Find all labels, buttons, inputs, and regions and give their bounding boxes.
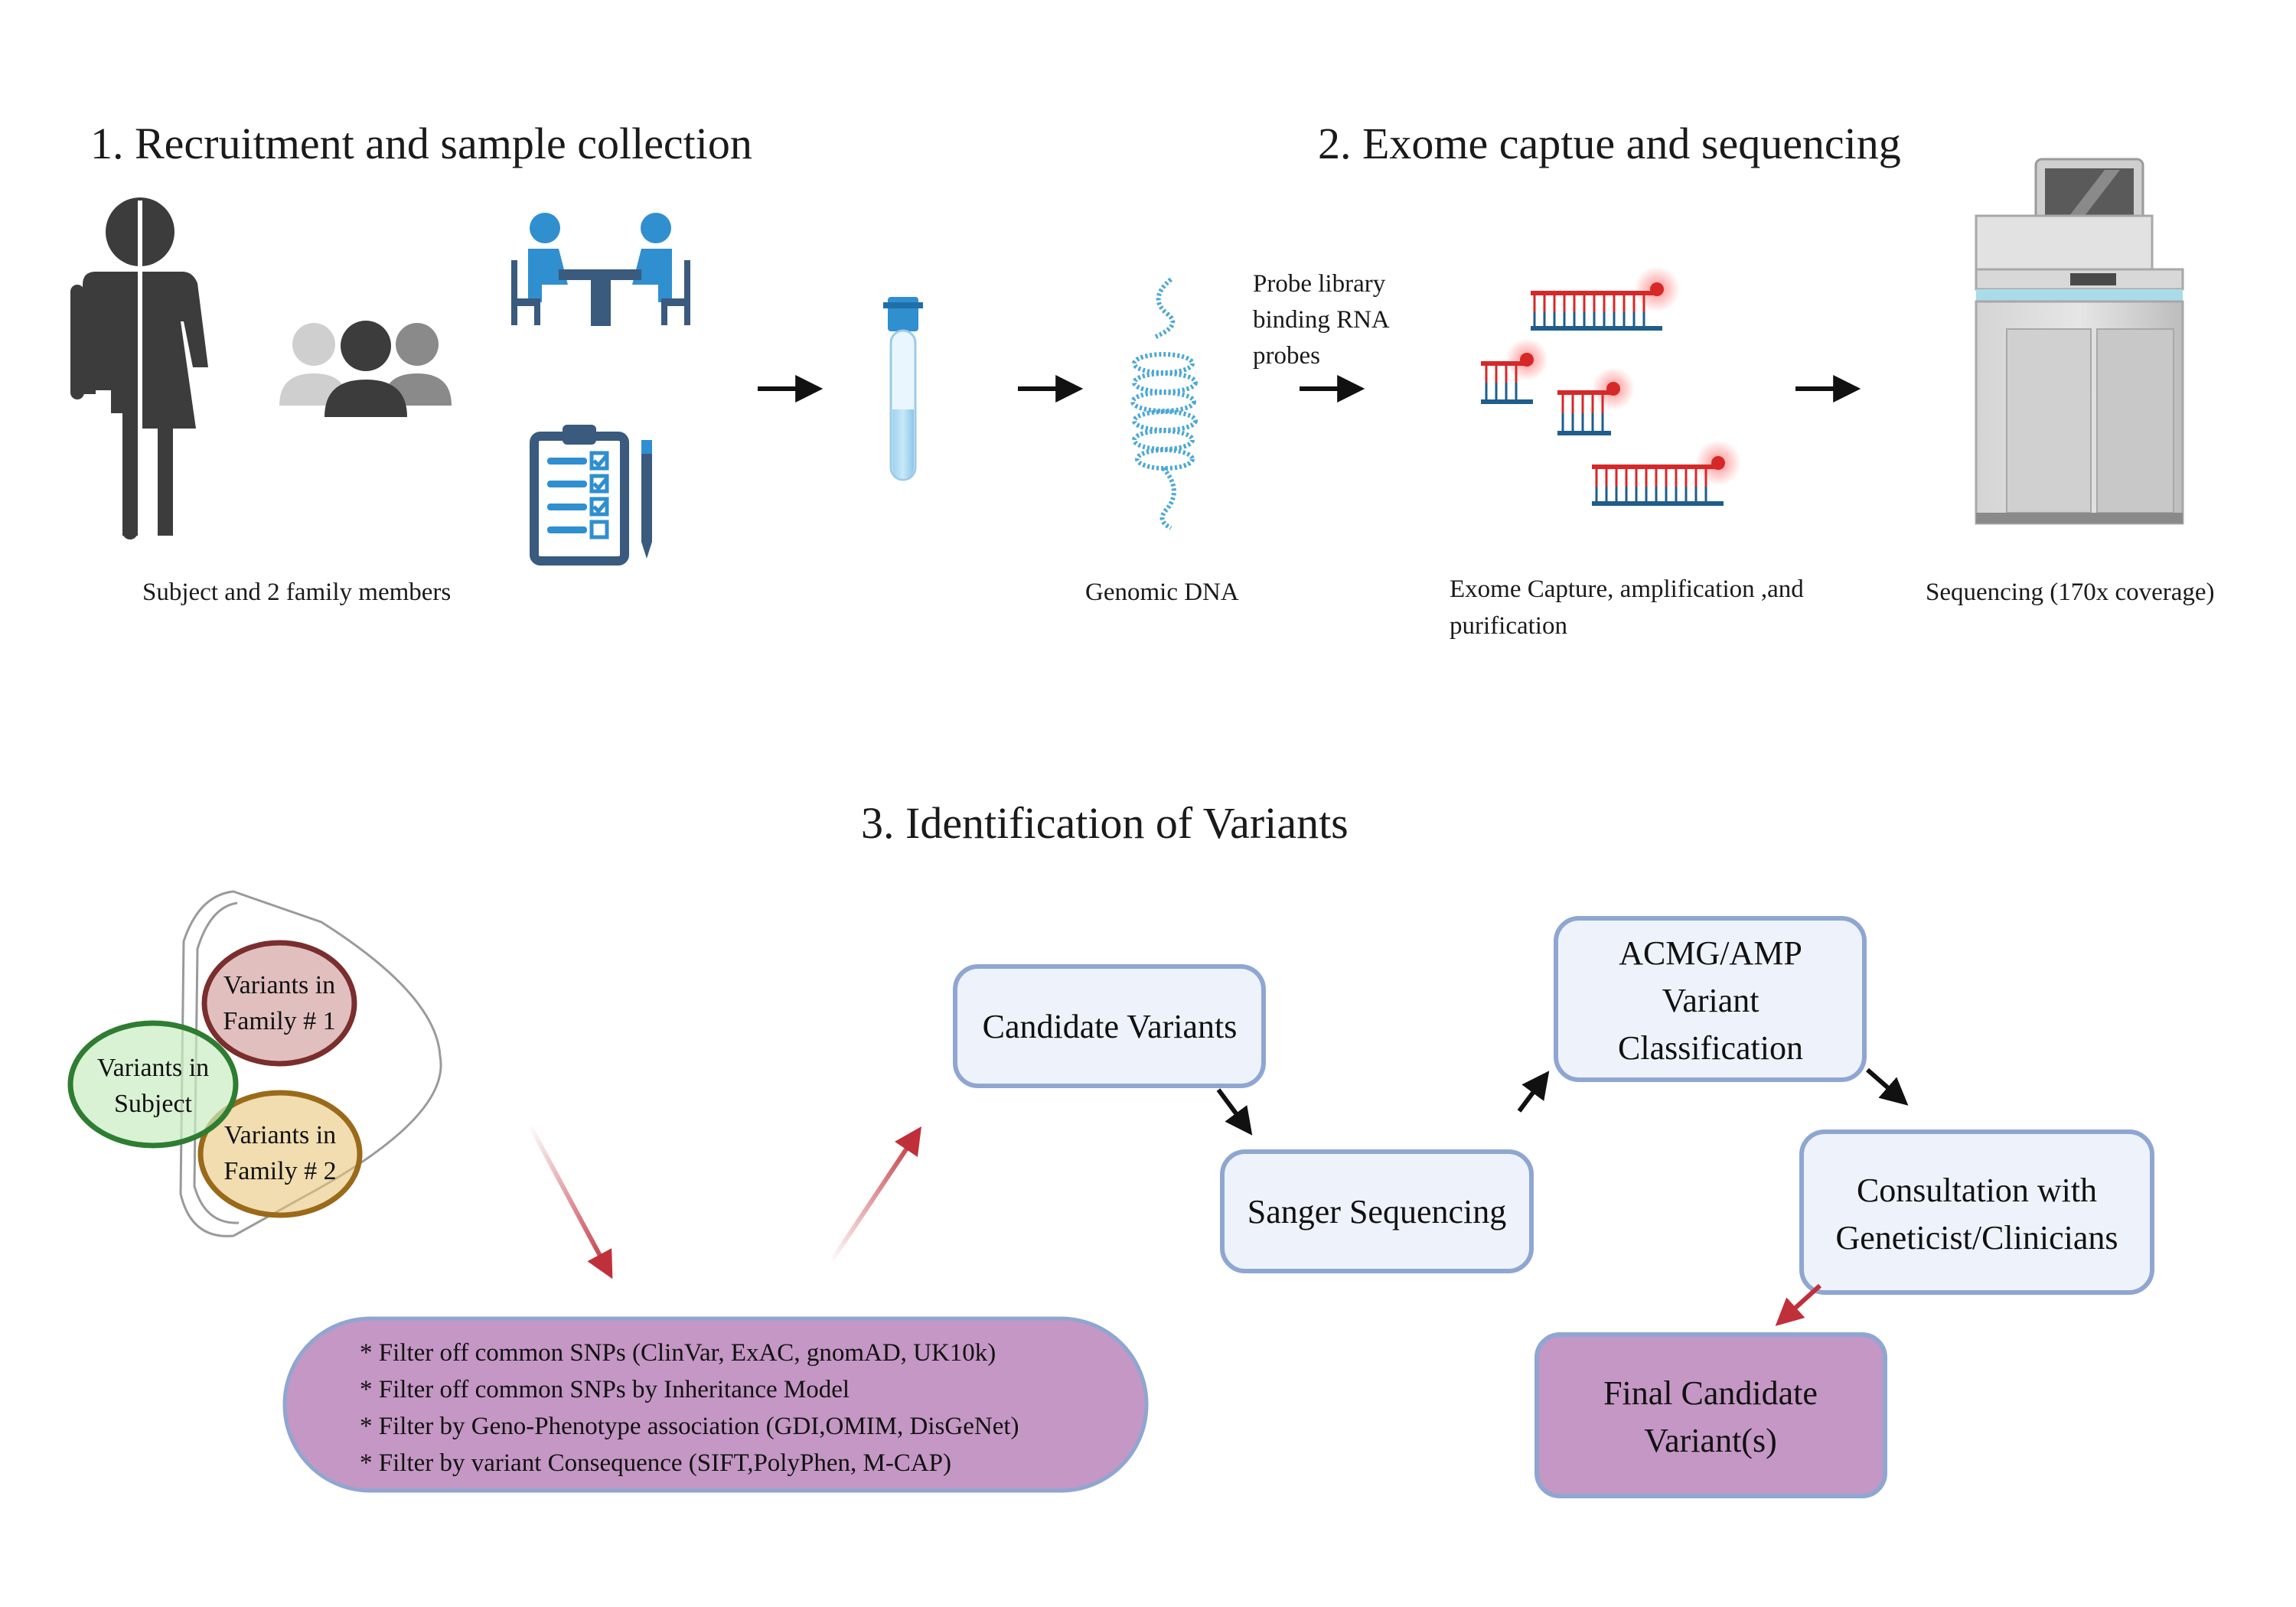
filter-item-3: * Filter by Geno-Phenotype association (… xyxy=(360,1413,1019,1440)
consultation-icon xyxy=(511,213,690,326)
exome-capture-label-line2: purification xyxy=(1450,612,1567,640)
final-candidate-label-line1: Final Candidate xyxy=(1603,1374,1818,1412)
venn-family2-line1: Variants in xyxy=(224,1121,336,1149)
arrow-sanger-to-acmg xyxy=(1517,1071,1550,1113)
blood-tube-icon xyxy=(883,297,923,481)
sequencer-machine-icon xyxy=(1975,158,2184,525)
probe-capture-icon xyxy=(1481,266,1741,506)
probe-label-line3: probes xyxy=(1253,342,1320,370)
section-1-title: 1. Recruitment and sample collection xyxy=(90,119,752,168)
subject-family-label: Subject and 2 family members xyxy=(142,579,451,606)
arrow-acmg-to-consultation xyxy=(1866,1068,1909,1106)
acmg-classification-box: ACMG/AMP Variant Classification xyxy=(1554,916,1867,1082)
probe-label-line2: binding RNA xyxy=(1253,306,1390,334)
arrow-consultation-to-final xyxy=(1775,1283,1822,1326)
venn-diagram: Variants in Family # 1 Variants in Subje… xyxy=(67,890,442,1237)
section-2-title: 2. Exome captue and sequencing xyxy=(1318,119,1901,168)
genomic-dna-label: Genomic DNA xyxy=(1085,579,1239,606)
section-3-title: 3. Identification of Variants xyxy=(861,798,1349,848)
acmg-label-line1: ACMG/AMP xyxy=(1619,934,1802,972)
acmg-label-line2: Variant xyxy=(1662,982,1759,1019)
person-icon xyxy=(70,197,208,553)
filter-criteria-pill: * Filter off common SNPs (ClinVar, ExAC,… xyxy=(282,1316,1149,1493)
sanger-sequencing-box: Sanger Sequencing xyxy=(1220,1149,1534,1273)
filter-item-1: * Filter off common SNPs (ClinVar, ExAC,… xyxy=(360,1339,996,1367)
venn-family1-line2: Family # 1 xyxy=(223,1007,335,1035)
venn-subject-line1: Variants in xyxy=(97,1054,209,1082)
red-arrow-to-candidates xyxy=(828,1126,922,1264)
group-icon xyxy=(279,321,452,417)
candidate-variants-box: Candidate Variants xyxy=(953,964,1266,1088)
venn-family2-circle xyxy=(197,1090,363,1218)
final-candidate-label-line2: Variant(s) xyxy=(1644,1422,1777,1459)
venn-subject-line2: Subject xyxy=(114,1090,193,1118)
arrow-candidate-to-sanger xyxy=(1216,1088,1253,1136)
venn-family1-circle xyxy=(201,940,357,1067)
red-arrow-to-filters xyxy=(527,1123,613,1279)
filter-item-4: * Filter by variant Consequence (SIFT,Po… xyxy=(360,1449,951,1477)
venn-family2-line2: Family # 2 xyxy=(223,1157,336,1185)
clipboard-checklist-icon xyxy=(530,425,652,566)
probe-label-line1: Probe library xyxy=(1253,270,1386,298)
acmg-label-line3: Classification xyxy=(1618,1029,1803,1067)
final-candidate-box: Final Candidate Variant(s) xyxy=(1534,1332,1887,1498)
venn-family1-line1: Variants in xyxy=(223,971,335,999)
consultation-label-line2: Geneticist/Clinicians xyxy=(1835,1219,2118,1257)
dna-coil-icon xyxy=(1130,277,1198,530)
candidate-variants-label: Candidate Variants xyxy=(983,1008,1238,1045)
exome-capture-label-line1: Exome Capture, amplification ,and xyxy=(1450,575,1804,603)
funnel-outline xyxy=(179,890,442,1237)
consultation-label-line1: Consultation with xyxy=(1857,1172,2097,1209)
sanger-sequencing-label: Sanger Sequencing xyxy=(1247,1193,1506,1231)
consultation-box: Consultation with Geneticist/Clinicians xyxy=(1799,1129,2154,1295)
filter-item-2: * Filter off common SNPs by Inheritance … xyxy=(360,1376,850,1403)
sequencing-label: Sequencing (170x coverage) xyxy=(1926,579,2215,606)
venn-subject-circle xyxy=(67,1020,239,1149)
